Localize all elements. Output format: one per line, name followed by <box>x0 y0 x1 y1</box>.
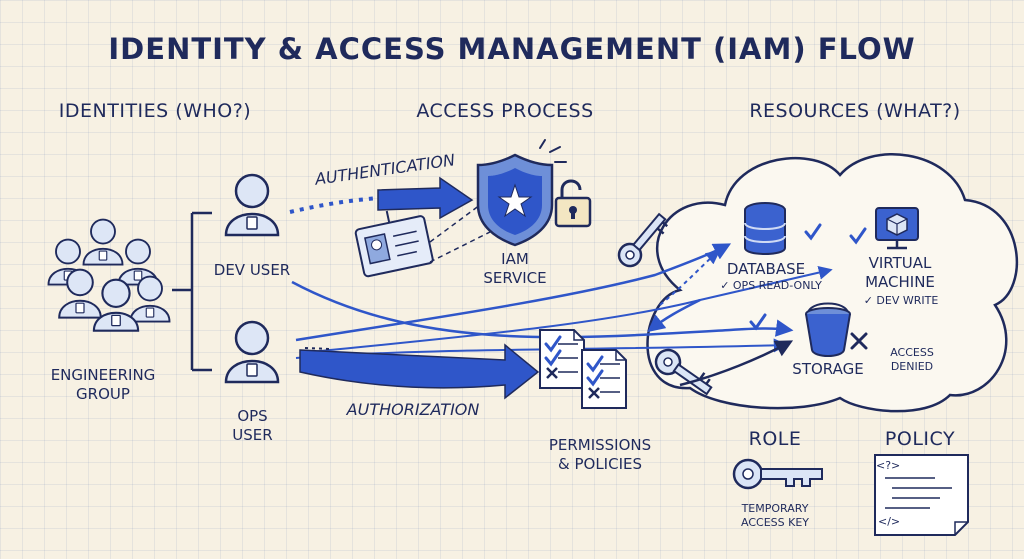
storage-bucket-icon <box>805 302 851 357</box>
iam-service-label: IAM SERVICE <box>483 250 547 287</box>
section-resources: RESOURCES (WHAT?) <box>749 100 961 122</box>
virtual-machine-label: VIRTUAL MACHINE <box>865 254 935 291</box>
authentication-dotted-path <box>289 196 381 214</box>
docs-to-storage-flow <box>679 340 794 387</box>
docs-to-database-flow <box>659 250 721 306</box>
database-icon <box>744 202 786 255</box>
policy-label: POLICY <box>884 428 956 450</box>
vm-note: ✓ DEV WRITE <box>863 294 939 307</box>
role-caption: TEMPORARY ACCESS KEY <box>741 502 809 529</box>
authorization-arrow <box>299 343 540 400</box>
role-key-icon <box>732 458 823 490</box>
access-denied-x-icon <box>850 332 868 350</box>
engineering-group-label: ENGINEERING GROUP <box>50 366 156 403</box>
group-bracket <box>172 211 212 372</box>
role-label: ROLE <box>748 428 802 450</box>
storage-to-docs-flow <box>647 298 701 333</box>
section-identities: IDENTITIES (WHO?) <box>58 100 252 122</box>
authentication-arrow <box>377 176 474 220</box>
ops-user-label: OPS USER <box>232 407 273 444</box>
dev-to-storage-flow <box>291 280 794 339</box>
database-note: ✓ OPS READ-ONLY <box>720 279 822 292</box>
database-label: DATABASE <box>726 260 806 278</box>
dev-user-label: DEV USER <box>213 261 291 279</box>
virtual-machine-icon <box>875 207 919 250</box>
engineering-group-icon <box>47 218 171 332</box>
key-icon <box>617 212 669 268</box>
iam-shield-icon <box>476 139 567 247</box>
section-access-process: ACCESS PROCESS <box>416 100 594 122</box>
id-badge-icon <box>354 210 434 278</box>
dev-user-icon <box>224 173 280 237</box>
padlock-icon <box>554 179 592 228</box>
permissions-docs-icon <box>539 329 627 409</box>
ops-to-vm-flow <box>309 265 833 353</box>
authorization-label: AUTHORIZATION <box>346 400 480 419</box>
storage-label: STORAGE <box>792 360 864 378</box>
policy-code-close: </> <box>878 515 901 528</box>
ops-to-database-flow <box>295 243 732 342</box>
policy-document-icon <box>874 454 969 536</box>
ops-user-icon <box>224 320 280 384</box>
policy-key-icon <box>654 348 713 396</box>
policy-code-open: <?> <box>876 459 901 472</box>
page-title: IDENTITY & ACCESS MANAGEMENT (IAM) FLOW <box>108 32 916 66</box>
access-denied-label: ACCESS DENIED <box>890 346 934 373</box>
permissions-policies-label: PERMISSIONS & POLICIES <box>548 436 652 473</box>
